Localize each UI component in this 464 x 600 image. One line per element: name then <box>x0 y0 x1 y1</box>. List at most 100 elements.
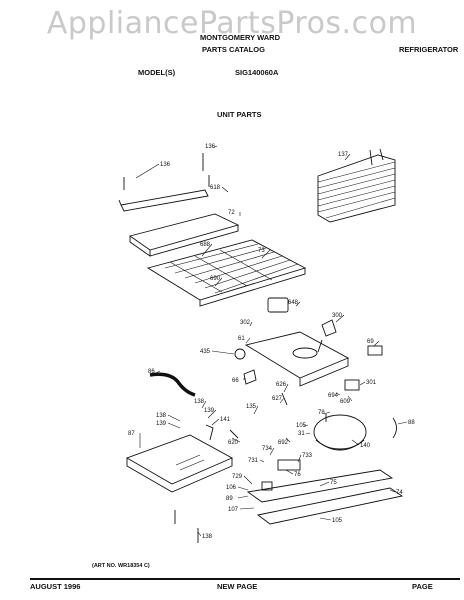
callout-leader-line <box>285 437 291 443</box>
part-callout-105: 105 <box>296 423 307 429</box>
part-callout-692: 692 <box>278 440 289 446</box>
part-callout-86: 86 <box>148 369 155 375</box>
callout-leader-line <box>212 145 218 149</box>
callout-leader-line <box>351 439 360 446</box>
callout-leader-line <box>214 277 223 287</box>
part-callout-435: 435 <box>200 349 211 355</box>
part-callout-734: 734 <box>262 446 273 452</box>
overload-part <box>344 379 360 391</box>
base-rail-lower <box>256 487 404 525</box>
part-callout-69: 69 <box>367 339 374 345</box>
wire-part-141 <box>205 424 214 441</box>
grille-slots <box>164 243 299 294</box>
grommet-part <box>261 481 273 491</box>
part-callout-140: 140 <box>360 443 371 449</box>
part-callout-139: 139 <box>156 421 167 427</box>
part-callout-72: 72 <box>228 210 235 216</box>
control-knob-port <box>292 347 318 359</box>
crossbar-end <box>118 199 122 206</box>
appliance-category: REFRIGERATOR <box>399 45 459 54</box>
callout-leader-line <box>249 321 253 327</box>
callout-leader-line <box>259 459 265 463</box>
part-callout-107: 107 <box>228 507 239 513</box>
callout-leader-line <box>135 163 160 179</box>
footer-rule <box>30 578 460 580</box>
callout-leader-line <box>167 414 181 422</box>
drain-pan-part <box>125 434 234 485</box>
clip-part <box>392 417 397 439</box>
callout-leader-line <box>221 186 229 193</box>
callout-leader-line <box>197 531 202 537</box>
drain-pan-ribs <box>175 454 205 471</box>
callout-leader-line <box>389 489 396 493</box>
part-callout-626: 626 <box>276 382 287 388</box>
part-callout-301: 301 <box>366 380 377 386</box>
part-callout-731: 731 <box>248 458 259 464</box>
base-rail-upper <box>246 469 394 503</box>
model-label: MODEL(S) <box>138 68 176 77</box>
part-callout-609: 609 <box>340 399 351 405</box>
callout-leader-line <box>167 422 181 429</box>
callout-labels: 1361366187213768873690648302300614356986… <box>128 144 415 540</box>
callout-leader-line <box>344 153 351 161</box>
part-callout-688: 688 <box>200 242 211 248</box>
unit-cover-front <box>149 225 239 257</box>
callout-leader-line <box>253 405 259 415</box>
callout-leader-line <box>243 475 253 485</box>
drain-pan-edge <box>126 458 233 493</box>
part-callout-627: 627 <box>272 396 283 402</box>
part-callout-78: 78 <box>318 410 325 416</box>
callout-leader-line <box>237 495 249 499</box>
footer-page-label: PAGE <box>412 582 433 591</box>
part-callout-75: 75 <box>330 480 337 486</box>
part-callout-620: 620 <box>228 440 239 446</box>
footer-date: AUGUST 1996 <box>30 582 81 591</box>
footer-new-page: NEW PAGE <box>217 582 258 591</box>
callout-leader-line <box>285 469 294 475</box>
part-callout-138: 138 <box>194 399 205 405</box>
grille-slots-cross <box>169 249 273 293</box>
socket-part <box>243 369 257 385</box>
callout-leader-line <box>207 409 217 419</box>
callout-leader-line <box>245 337 251 344</box>
part-callout-302: 302 <box>240 320 251 326</box>
part-callout-66: 66 <box>232 378 239 384</box>
part-callout-618: 618 <box>210 185 221 191</box>
callout-leader-line <box>211 350 235 355</box>
part-callout-135: 135 <box>246 404 257 410</box>
wire-part-620 <box>229 429 239 439</box>
part-callout-141: 141 <box>220 417 231 423</box>
part-callout-694: 694 <box>328 393 339 399</box>
callout-leader-line <box>373 340 380 347</box>
watermark: AppliancePartsPros.com <box>46 6 418 41</box>
compressor-part <box>313 414 367 450</box>
crossbar-part <box>120 189 209 212</box>
part-callout-690: 690 <box>210 276 221 282</box>
art-number: (ART NO. WR18354 C) <box>92 563 150 569</box>
part-callout-73: 73 <box>258 248 265 254</box>
callout-leader-line <box>319 517 332 521</box>
callout-leader-line <box>305 432 311 435</box>
callout-leader-line <box>359 381 366 386</box>
section-title: UNIT PARTS <box>217 110 262 119</box>
part-callout-89: 89 <box>226 496 233 502</box>
unit-cover-edge <box>129 236 151 257</box>
callout-leader-line <box>335 392 341 396</box>
part-callout-74: 74 <box>396 490 403 496</box>
callout-leader-line <box>237 486 249 491</box>
callout-leader-line <box>231 437 241 443</box>
callout-leader-line <box>295 301 301 307</box>
connector-part <box>367 345 383 356</box>
callout-leader-line <box>279 397 285 404</box>
callout-leader-line <box>211 418 220 426</box>
part-callout-105: 105 <box>332 518 343 524</box>
callout-leader-line <box>303 424 309 427</box>
part-callout-136: 136 <box>205 144 216 150</box>
callout-leader-line <box>283 383 289 393</box>
callout-leader-line <box>347 395 353 402</box>
wire-part-626 <box>281 392 288 406</box>
mount-bracket <box>277 459 301 471</box>
callout-leader-line <box>323 411 331 415</box>
thermostat-lead <box>317 339 323 353</box>
